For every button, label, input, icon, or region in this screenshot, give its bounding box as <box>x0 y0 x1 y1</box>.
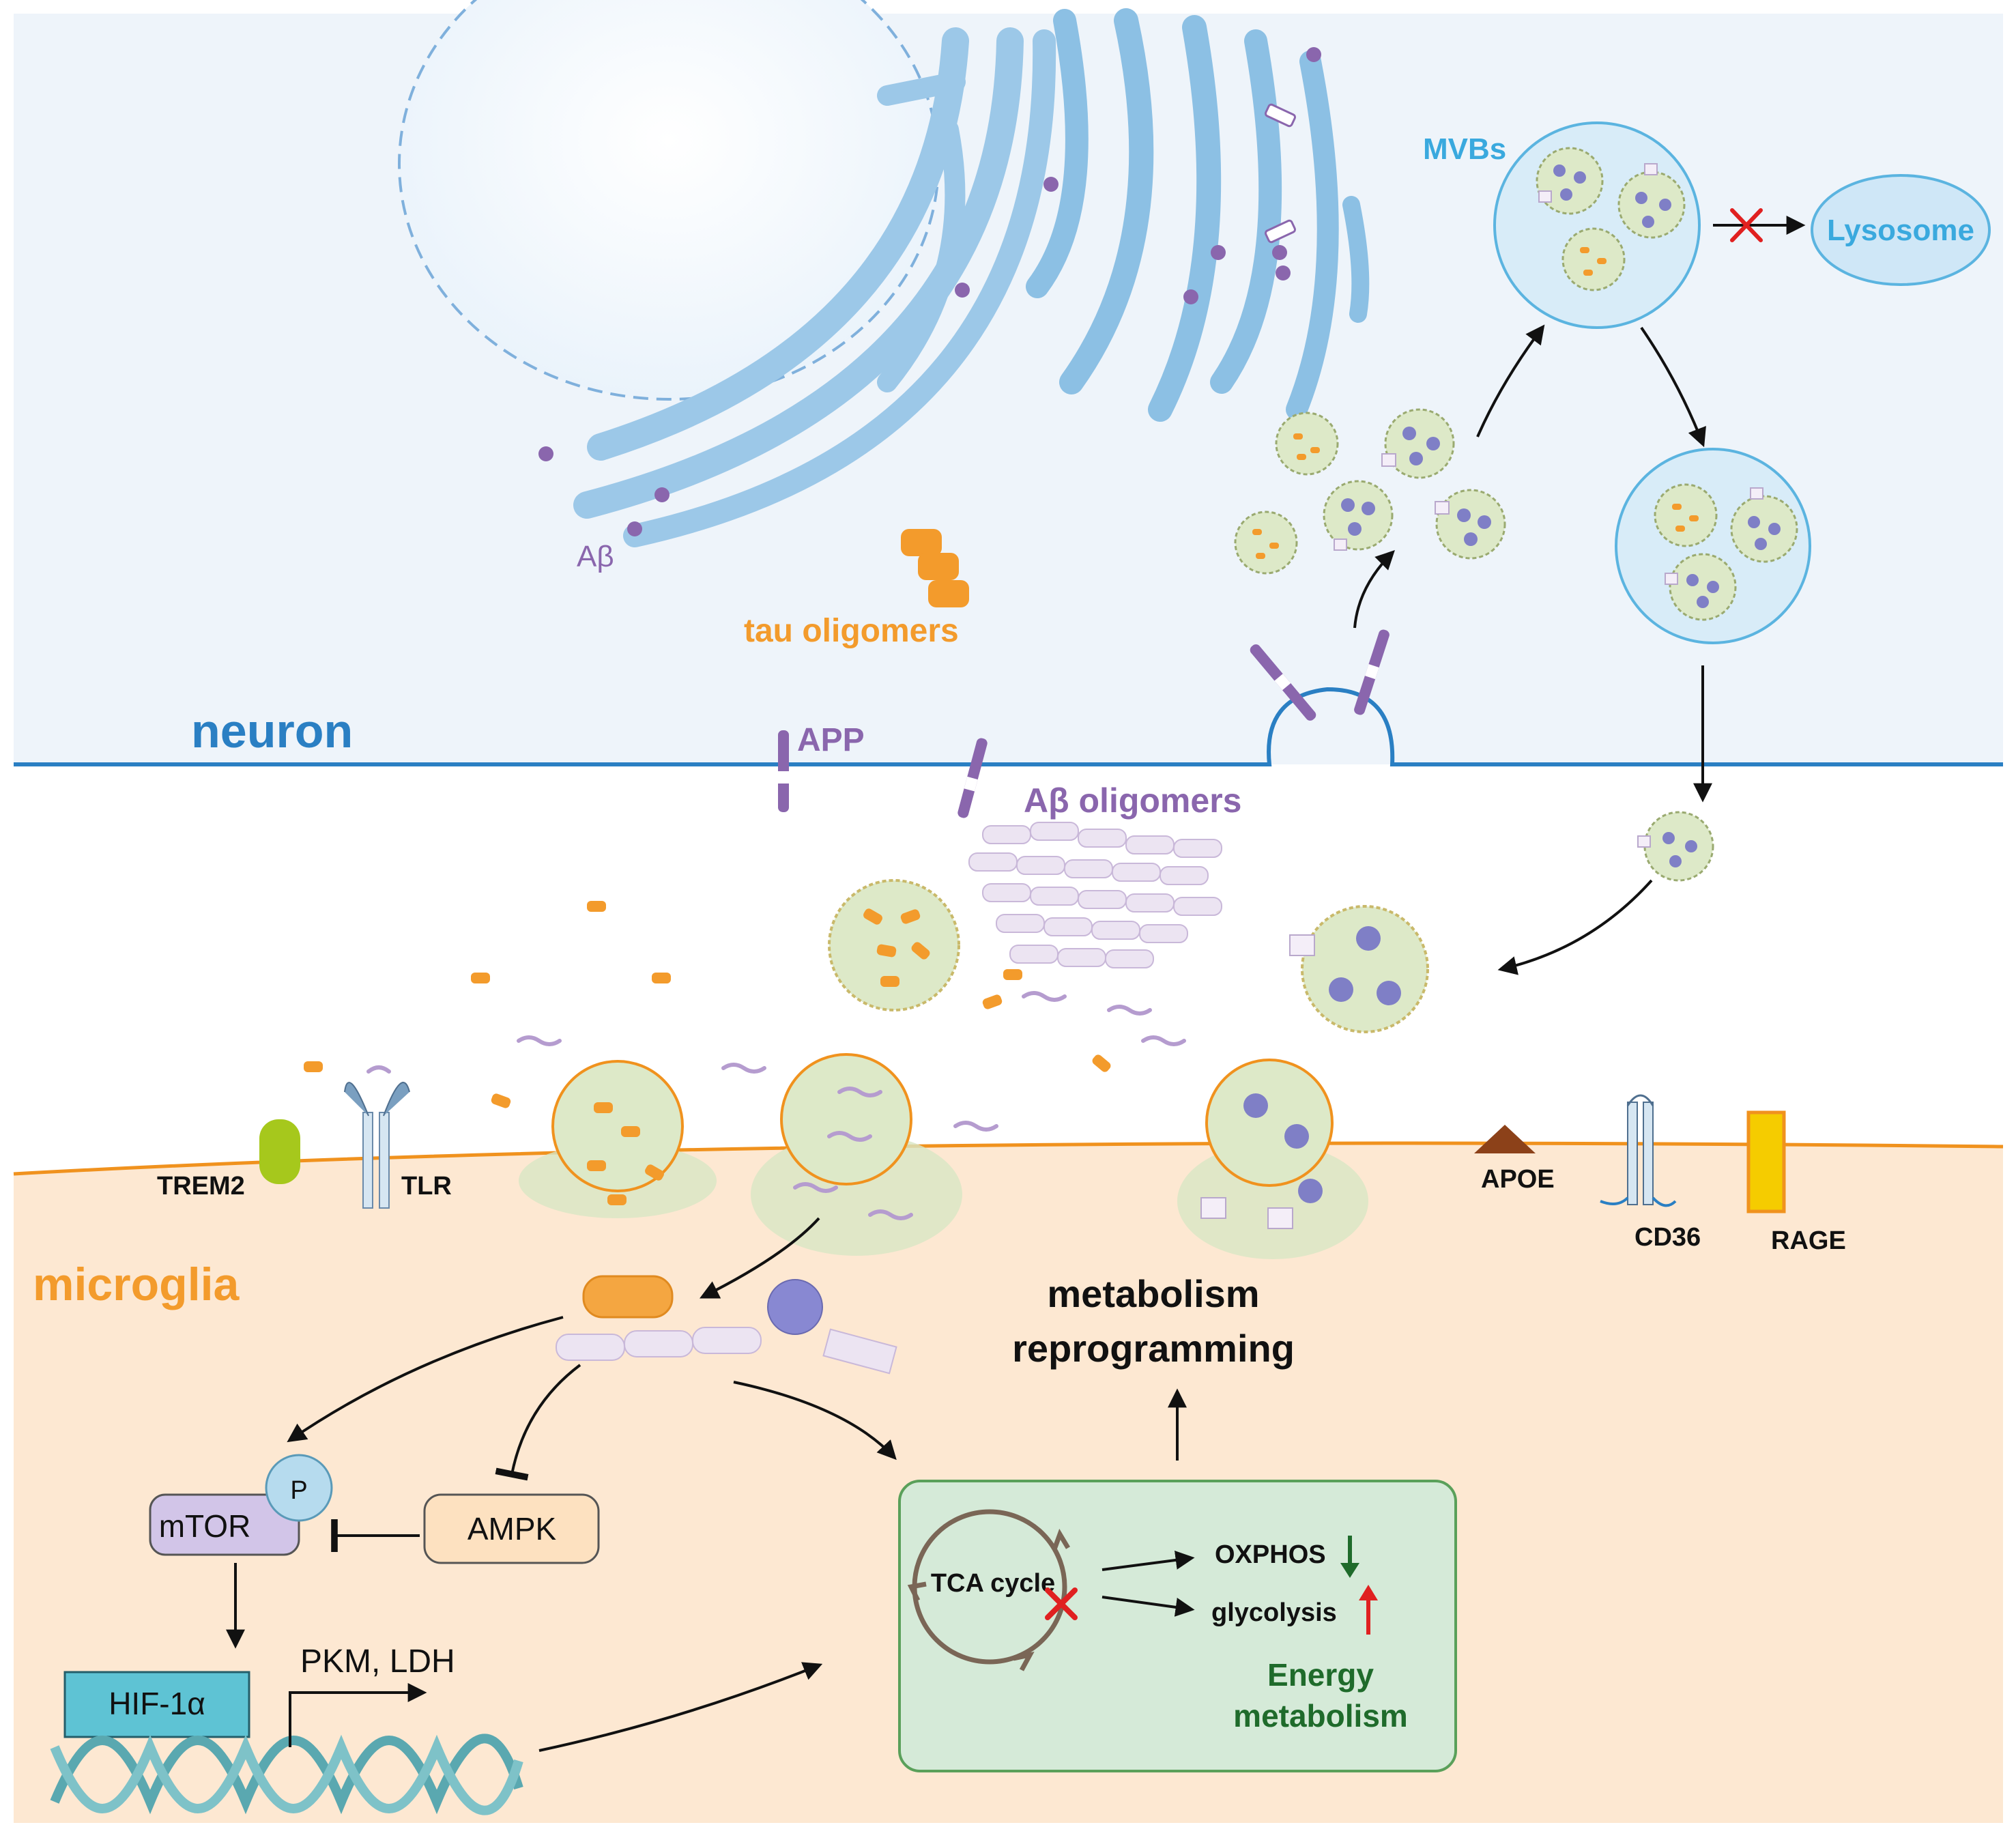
energy-metabolism-box <box>898 1480 1457 1772</box>
abeta-dots <box>538 47 1321 536</box>
neuron-pathway-arrows <box>1353 324 1712 975</box>
app-fragment-floating <box>957 738 988 818</box>
apoe-label: APOE <box>1481 1165 1555 1194</box>
tau-oligomers-label: tau oligomers <box>744 613 959 649</box>
abeta-oligomer-fibrils <box>968 822 1222 968</box>
released-exosome-small <box>1637 811 1714 882</box>
phagocytic-cup-exosome <box>1177 1059 1368 1259</box>
neuron-membrane <box>14 687 2003 766</box>
glycolysis-up-arrow-icon <box>1359 1585 1378 1635</box>
cd36-label: CD36 <box>1635 1223 1701 1252</box>
exosome <box>1275 412 1339 476</box>
block-x-icon <box>1730 208 1763 242</box>
scattered-abeta-fragments <box>517 991 1186 1132</box>
internalized-cargo <box>556 1275 897 1375</box>
app-budding-left <box>1250 644 1316 721</box>
rage-label: RAGE <box>1771 1226 1846 1255</box>
pkm-ldh-label: PKM, LDH <box>300 1643 455 1680</box>
transcription-arrow <box>289 1683 427 1747</box>
golgi-apparatus <box>1026 8 1370 422</box>
trem2-label: TREM2 <box>157 1172 245 1201</box>
oxphos-down-arrow-icon <box>1340 1536 1359 1578</box>
oxphos-label: OXPHOS <box>1215 1540 1326 1569</box>
glycolysis-label: glycolysis <box>1211 1598 1337 1627</box>
released-exosome-large <box>1289 905 1429 1033</box>
exosome <box>1234 511 1298 575</box>
tca-output-arrows <box>1101 1551 1195 1617</box>
hif-label: HIF-1α <box>109 1686 205 1721</box>
apoe-receptor <box>1474 1125 1536 1153</box>
phagocytic-cup-abeta <box>751 1053 962 1256</box>
tau-oligomer-cluster <box>901 529 969 607</box>
cd36-receptor <box>1600 1094 1677 1207</box>
mvb-lower <box>1615 448 1811 644</box>
energy-metabolism-line2: metabolism <box>1233 1698 1408 1734</box>
hif-node <box>63 1671 250 1738</box>
tlr-label: TLR <box>401 1172 452 1201</box>
tlr-receptor <box>344 1065 410 1209</box>
mvbs-label: MVBs <box>1423 132 1506 166</box>
scattered-tau-fragments <box>304 901 1111 1108</box>
ampk-label: AMPK <box>467 1511 557 1547</box>
metabolism-reprogramming-line2: reprogramming <box>1012 1327 1295 1370</box>
tca-block-x-icon <box>1045 1587 1078 1620</box>
app-budding-right <box>1354 629 1389 715</box>
inhibition-arrows <box>331 1364 581 1552</box>
ampk-node <box>423 1493 600 1564</box>
app-receptor <box>778 730 789 812</box>
endoplasmic-reticulum <box>573 27 1056 547</box>
mtor-label: mTOR <box>159 1508 251 1544</box>
neuron-label: neuron <box>191 704 353 758</box>
energy-metabolism-line1: Energy <box>1267 1657 1374 1693</box>
microglia-pathway-arrows <box>226 1217 1187 1752</box>
abeta-label: Aβ <box>577 540 614 573</box>
app-fragments <box>1264 103 1297 244</box>
abeta-oligomers-label: Aβ oligomers <box>1024 781 1241 820</box>
microglia-label: microglia <box>33 1259 240 1310</box>
trem2-receptor <box>259 1119 300 1184</box>
lysosome <box>1811 174 1991 286</box>
tca-cycle-ring <box>907 1509 1071 1671</box>
exosome-cluster <box>1234 408 1506 575</box>
tca-cycle-label: TCA cycle <box>931 1569 1055 1598</box>
rage-receptor <box>1746 1110 1786 1213</box>
phosphate-badge <box>265 1454 333 1522</box>
mvb-top <box>1493 121 1701 329</box>
metabolism-reprogramming-line1: metabolism <box>1047 1272 1259 1315</box>
exosome <box>1435 489 1506 560</box>
mtor-node <box>149 1493 300 1556</box>
exosome <box>1381 408 1455 479</box>
exosome <box>1323 480 1394 551</box>
lysosome-label: Lysosome <box>1827 214 1974 247</box>
phosphate-label: P <box>290 1476 307 1505</box>
phagocytic-cup-tau <box>519 1060 717 1218</box>
released-tau-vesicle <box>828 879 960 1011</box>
app-label: APP <box>797 722 865 758</box>
